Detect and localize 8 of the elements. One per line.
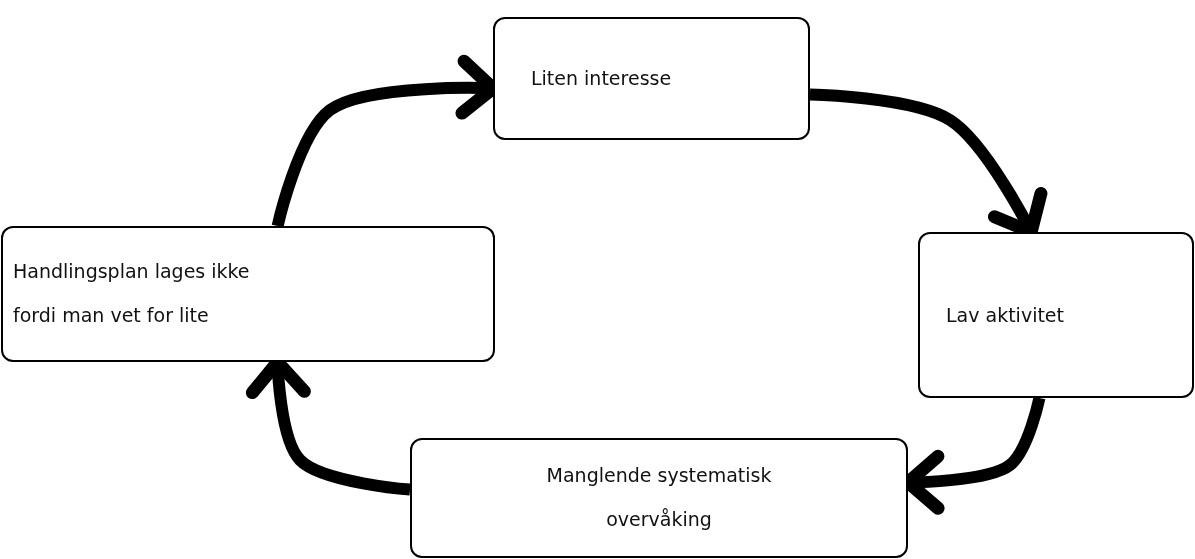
process-box (1, 226, 495, 362)
box-label: Manglende systematisk overvåking (545, 463, 773, 532)
process-box (918, 232, 1194, 398)
box-label: Handlingsplan lages ikke fordi man vet for lite (13, 259, 251, 328)
process-box (410, 438, 908, 558)
box-label: Lav aktivitet (946, 303, 1064, 327)
box-label: Liten interesse (531, 67, 672, 90)
process-box (493, 17, 810, 140)
